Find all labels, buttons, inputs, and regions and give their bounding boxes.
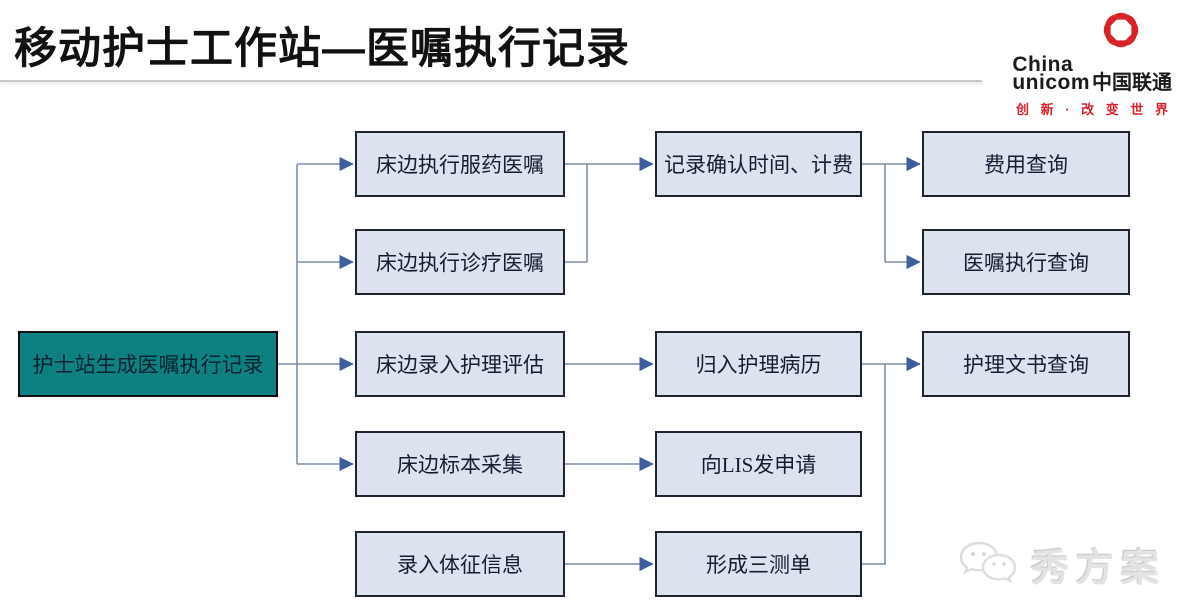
flow-node-bedside-nursing-assessment: 床边录入护理评估	[355, 331, 565, 397]
flow-node-label: 护士站生成医嘱执行记录	[32, 353, 264, 377]
header-divider	[0, 80, 982, 82]
logo-text-cn: 中国联通	[1092, 71, 1172, 94]
flow-node-label: 费用查询	[984, 153, 1068, 177]
flow-node-root: 护士站生成医嘱执行记录	[18, 331, 278, 397]
flow-node-bedside-treatment: 床边执行诊疗医嘱	[355, 229, 565, 295]
flow-node-bedside-medication: 床边执行服药医嘱	[355, 131, 565, 197]
flow-node-label: 录入体征信息	[397, 553, 523, 577]
flow-node-vital-signs-entry: 录入体征信息	[355, 531, 565, 597]
logo-text-china: China	[1012, 53, 1074, 76]
watermark-label: 秀方案	[1030, 548, 1166, 590]
flow-node-nursing-document-query: 护理文书查询	[922, 331, 1130, 397]
watermark: 秀方案	[955, 537, 1166, 592]
flow-node-label: 记录确认时间、计费	[664, 153, 853, 177]
flow-node-label: 床边执行诊疗医嘱	[376, 251, 544, 275]
flow-node-label: 向LIS发申请	[700, 453, 817, 477]
flow-node-label: 形成三测单	[706, 553, 811, 577]
china-unicom-logo: China unicom 中国联通 创 新 · 改 变 世 界	[992, 4, 1172, 118]
flow-node-label: 医嘱执行查询	[963, 251, 1089, 275]
flow-node-lis-request: 向LIS发申请	[655, 431, 862, 497]
flow-node-order-execution-query: 医嘱执行查询	[922, 229, 1130, 295]
unicom-wordmark: China unicom 中国联通	[992, 53, 1172, 94]
unicom-knot-icon	[1103, 12, 1139, 48]
logo-tagline: 创 新 · 改 变 世 界	[1015, 101, 1172, 117]
flow-node-label: 床边标本采集	[397, 453, 523, 477]
flow-node-fee-query: 费用查询	[922, 131, 1130, 197]
flow-node-label: 床边执行服药医嘱	[376, 153, 544, 177]
flow-node-record-confirm-billing: 记录确认时间、计费	[655, 131, 862, 197]
flow-node-label: 归入护理病历	[695, 353, 822, 377]
page-title: 移动护士工作站—医嘱执行记录	[14, 25, 630, 73]
flow-node-label: 床边录入护理评估	[376, 353, 544, 377]
logo-text-unicom: unicom	[1012, 70, 1090, 94]
flow-node-file-nursing-record: 归入护理病历	[655, 331, 862, 397]
flow-node-three-measure-sheet: 形成三测单	[655, 531, 862, 597]
flow-node-label: 护理文书查询	[963, 353, 1089, 377]
wechat-bubbles-icon	[959, 541, 1017, 583]
flow-node-bedside-specimen-collection: 床边标本采集	[355, 431, 565, 497]
